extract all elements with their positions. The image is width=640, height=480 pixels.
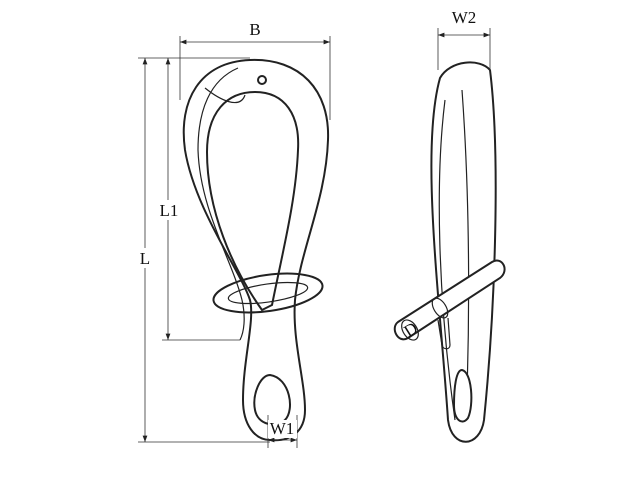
side-pin-tube <box>393 259 506 341</box>
dimension-label-w2: W2 <box>452 8 477 27</box>
gate-head <box>204 87 246 104</box>
side-view <box>393 61 506 443</box>
dimension-label-l1: L1 <box>160 201 179 220</box>
dimension-label-b: B <box>249 20 260 39</box>
side-eye <box>452 368 473 423</box>
front-view <box>182 58 330 442</box>
dimension-label-l: L <box>140 249 150 268</box>
pin-icon <box>257 75 267 85</box>
lanyard-ring <box>212 272 324 314</box>
dimension-label-w1: W1 <box>270 419 295 438</box>
hook-inner-opening <box>205 90 300 312</box>
gate-arm <box>197 67 245 341</box>
